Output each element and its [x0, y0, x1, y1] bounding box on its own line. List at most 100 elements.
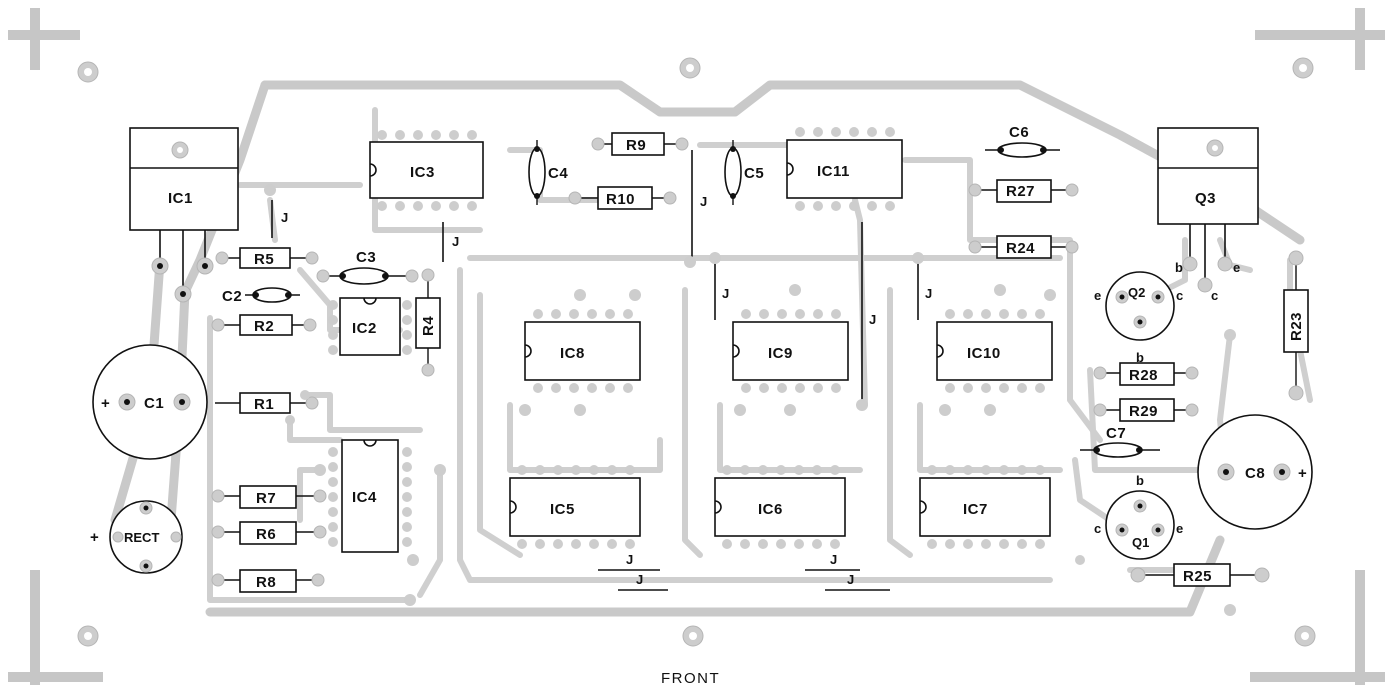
- ic6-label: IC6: [758, 501, 783, 518]
- jumpers: J J J J J J J J J J: [271, 150, 932, 591]
- ic2-label: IC2: [352, 320, 377, 337]
- r27: R27: [968, 179, 1079, 203]
- rect-bridge: RECT +: [90, 500, 183, 574]
- q1-transistor: Q1 b c e: [1094, 473, 1183, 560]
- ic-pin-pads: [328, 127, 1045, 549]
- r23: R23: [1283, 250, 1309, 401]
- ic4: IC4: [341, 439, 399, 553]
- ic9: IC9: [732, 321, 849, 381]
- q1-label: Q1: [1132, 535, 1149, 550]
- jumper-label: J: [700, 194, 707, 209]
- misc-pads: [264, 184, 1236, 616]
- ic3: IC3: [369, 141, 484, 199]
- c2: C2: [222, 287, 300, 305]
- ic11-label: IC11: [817, 163, 850, 180]
- ic3-label: IC3: [410, 164, 435, 181]
- q3-pin-b: b: [1175, 260, 1183, 275]
- q2-transistor: Q2 e c: [1094, 271, 1183, 341]
- ic4-label: IC4: [352, 489, 377, 506]
- r28: R28: [1093, 362, 1199, 386]
- q3-label: Q3: [1195, 190, 1216, 207]
- c8-capacitor: C8 +: [1197, 414, 1313, 530]
- r8: R8: [211, 569, 325, 593]
- jumper-label: J: [830, 552, 837, 567]
- rect-label: RECT: [124, 530, 159, 545]
- r28-b-pin: b: [1136, 350, 1144, 365]
- ic10: IC10: [936, 321, 1053, 381]
- q3-transistor: Q3 b c e: [1157, 127, 1259, 303]
- q1-pin-e: e: [1176, 521, 1183, 536]
- c2-label: C2: [222, 288, 242, 305]
- r1-label: R1: [254, 396, 274, 413]
- c1-plus: +: [101, 395, 110, 412]
- front-caption: FRONT: [661, 670, 720, 687]
- ic7-label: IC7: [963, 501, 988, 518]
- c4-label: C4: [548, 165, 568, 182]
- ic5-label: IC5: [550, 501, 575, 518]
- jumper-label: J: [281, 210, 288, 225]
- c1-capacitor: C1 +: [92, 344, 208, 460]
- jumper-label: J: [847, 572, 854, 587]
- r7: R7: [211, 485, 327, 509]
- resistors: R5 R2 R1 R7 R6: [211, 132, 1309, 593]
- c5: C5: [724, 140, 764, 205]
- ic5: IC5: [509, 477, 641, 537]
- rect-plus: +: [90, 529, 99, 546]
- q1-pin-b: b: [1136, 473, 1144, 488]
- ic1-regulator: IC1: [129, 127, 239, 303]
- r6-label: R6: [256, 526, 276, 543]
- c3-label: C3: [356, 249, 376, 266]
- r4: R4: [415, 268, 441, 377]
- c8-label: C8: [1245, 465, 1265, 482]
- q3-pin-e: e: [1233, 260, 1240, 275]
- r27-label: R27: [1006, 183, 1035, 200]
- r8-label: R8: [256, 574, 276, 591]
- jumper-label: J: [636, 572, 643, 587]
- r6: R6: [211, 521, 327, 545]
- r25-label: R25: [1183, 568, 1212, 585]
- c5-label: C5: [744, 165, 764, 182]
- jumper-label: J: [925, 286, 932, 301]
- r25: R25: [1130, 563, 1270, 587]
- c8-plus: +: [1298, 465, 1307, 482]
- r10: R10: [568, 186, 677, 210]
- ic9-label: IC9: [768, 345, 793, 362]
- c1-label: C1: [144, 395, 164, 412]
- q3-pin-c: c: [1211, 288, 1218, 303]
- ic6: IC6: [714, 477, 846, 537]
- r29: R29: [1093, 398, 1199, 422]
- dip-ics: IC3 IC11 IC2 IC4 IC8 IC9: [339, 139, 1053, 553]
- jumper-label: J: [452, 234, 459, 249]
- ic10-label: IC10: [967, 345, 1001, 362]
- r29-label: R29: [1129, 403, 1158, 420]
- q2-pin-e: e: [1094, 288, 1101, 303]
- r5-label: R5: [254, 251, 274, 268]
- r9: R9: [591, 132, 689, 156]
- r5: R5: [215, 247, 319, 269]
- c7-label: C7: [1106, 425, 1126, 442]
- small-capacitors: C2 C3 C4 C5 C6: [222, 124, 1160, 458]
- r10-label: R10: [606, 191, 635, 208]
- q2-label: Q2: [1128, 285, 1145, 300]
- ic8-label: IC8: [560, 345, 585, 362]
- q2-pin-c: c: [1176, 288, 1183, 303]
- c6: C6: [985, 124, 1060, 158]
- jumper-label: J: [722, 286, 729, 301]
- r24-label: R24: [1006, 240, 1035, 257]
- corner-brackets: [8, 8, 1385, 685]
- r9-label: R9: [626, 137, 646, 154]
- r2: R2: [211, 314, 317, 336]
- ic11: IC11: [786, 139, 903, 199]
- q1-pin-c: c: [1094, 521, 1101, 536]
- r24: R24: [968, 235, 1079, 259]
- ic8: IC8: [524, 321, 641, 381]
- ic7: IC7: [919, 477, 1051, 537]
- r7-label: R7: [256, 490, 276, 507]
- jumper-label: J: [869, 312, 876, 327]
- r23-label: R23: [1288, 312, 1305, 341]
- c4: C4: [528, 140, 568, 205]
- ic1-label: IC1: [168, 190, 193, 207]
- r28-label: R28: [1129, 367, 1158, 384]
- r4-label: R4: [420, 316, 437, 336]
